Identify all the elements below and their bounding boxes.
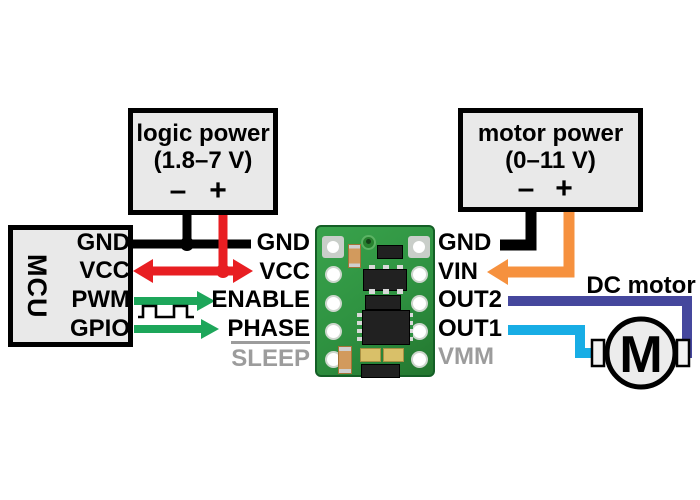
enable-arrowhead	[197, 291, 215, 311]
motor-power-box: motor power (0–11 V) – +	[458, 108, 643, 212]
dc-motor-body	[604, 316, 678, 390]
pcb-pin-hole	[411, 266, 428, 283]
pcb-capacitor	[383, 348, 404, 362]
motor-terminal-right	[675, 338, 691, 368]
pcb-ic-pins	[357, 313, 363, 341]
board-pin-gnd: GND	[256, 229, 310, 256]
pcb-capacitor	[360, 348, 381, 362]
board-pin-sleep: SLEEP	[231, 341, 310, 373]
board-pin-out1: OUT1	[438, 315, 503, 342]
pcb-chip	[361, 364, 400, 378]
pcb-pin-hole	[411, 351, 428, 368]
board-pin-vcc: VCC	[259, 258, 310, 285]
vin-arrowhead	[487, 259, 508, 285]
board-pin-vmm: VMM	[438, 343, 494, 370]
pcb-pin-hole	[325, 266, 342, 283]
mcu-pin-pwm: PWM	[71, 286, 130, 313]
dc-motor-caption: DC motor	[586, 272, 696, 299]
pcb-transistor-legs	[369, 265, 403, 270]
out1-wire	[508, 325, 597, 358]
motor-power-range: (0–11 V)	[505, 147, 596, 174]
plus-terminal-label: +	[555, 172, 573, 205]
motor-terminal-left	[590, 338, 606, 368]
board-pin-phase: PHASE	[227, 315, 310, 342]
plus-terminal-label: +	[209, 174, 227, 207]
pcb-chip	[365, 295, 401, 310]
sleep-overline-label: SLEEP	[231, 341, 310, 373]
pcb-resistor	[338, 346, 352, 374]
mcu-label: MCU	[21, 230, 52, 342]
pcb-transistor-legs	[369, 289, 403, 294]
vcc-arrowhead-right	[233, 259, 253, 283]
pcb-ic-pins	[407, 313, 413, 341]
motor-symbol: M	[619, 326, 662, 384]
motor-power-title: motor power	[477, 120, 624, 147]
pcb-resistor	[348, 244, 361, 268]
vin-wire	[504, 208, 575, 278]
pcb-chip	[377, 245, 403, 259]
motor-gnd-wire	[500, 208, 537, 251]
pcb-square-pad	[322, 236, 344, 258]
pcb-pin-hole	[411, 295, 428, 312]
mcu-pin-gnd: GND	[76, 229, 130, 256]
gnd-junction-dot	[180, 237, 194, 251]
mcu-pin-gpio: GPIO	[69, 315, 130, 342]
mcu-box: MCU	[8, 225, 133, 347]
logic-power-title: logic power	[136, 120, 270, 147]
phase-arrowhead	[201, 319, 219, 339]
board-pin-out2: OUT2	[438, 286, 503, 313]
board-pin-gnd-right: GND	[438, 229, 492, 256]
minus-terminal-label: –	[169, 174, 187, 207]
pcb-mounting-hole	[361, 235, 376, 250]
logic-power-range: (1.8–7 V)	[153, 147, 253, 174]
mcu-label-text: MCU	[22, 253, 52, 319]
pwm-waveform-icon	[138, 304, 194, 319]
board-pin-vin: VIN	[438, 258, 479, 285]
pcb-pin-hole	[325, 295, 342, 312]
vcc-arrowhead-left	[133, 259, 153, 283]
motor-driver-board	[315, 225, 435, 378]
mcu-pin-vcc: VCC	[79, 257, 130, 284]
minus-terminal-label: –	[517, 172, 535, 205]
pcb-pin-hole	[325, 323, 342, 340]
logic-power-box: logic power (1.8–7 V) – +	[128, 108, 278, 215]
vcc-junction-dot	[216, 264, 230, 278]
pcb-square-pad	[408, 236, 430, 258]
board-pin-enable: ENABLE	[211, 286, 310, 313]
pcb-driver-ic	[362, 310, 410, 345]
